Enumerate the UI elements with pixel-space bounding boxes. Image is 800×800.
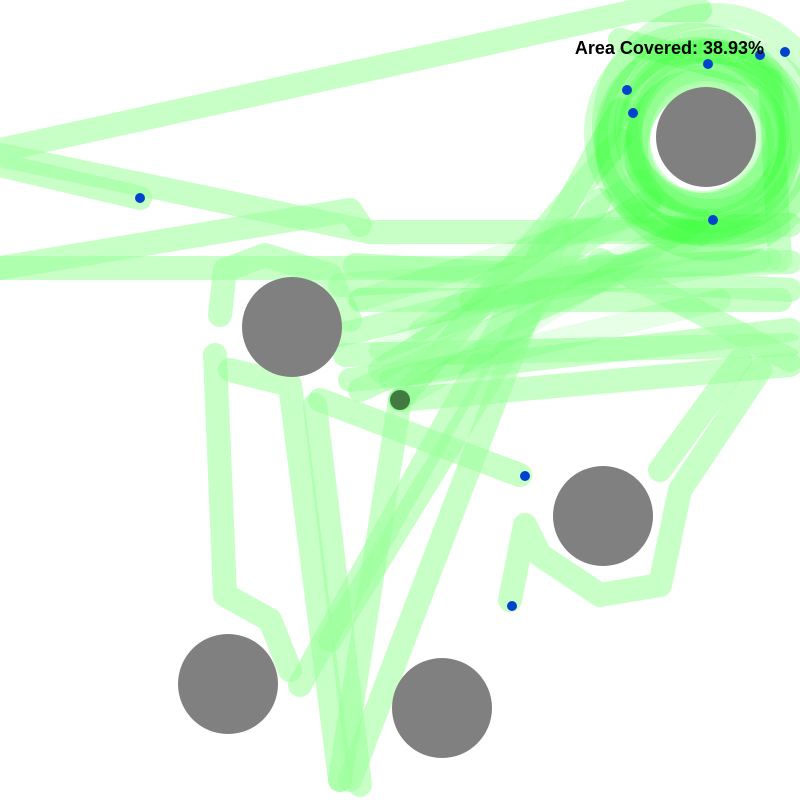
coverage-orbit-ring: [618, 39, 800, 223]
coverage-hot-sweep: [389, 209, 711, 411]
swept-path-segment: [608, 28, 792, 272]
blue-waypoint-dot-icon: [755, 50, 765, 60]
obstacle-layer: [178, 87, 756, 758]
coverage-hotspot-layer: [349, 3, 800, 411]
coverage-orbit-ring: [626, 57, 786, 217]
swept-path-segment: [308, 388, 532, 487]
waypoint-layer: [135, 47, 790, 611]
coverage-hot-sweep: [459, 249, 771, 311]
swept-path-segment: [588, 248, 800, 372]
blue-waypoint-dot-icon: [780, 47, 790, 57]
coverage-orbit-ring: [584, 23, 800, 243]
coverage-orbit-ring: [626, 69, 774, 217]
coverage-hot-sweep: [379, 289, 731, 391]
gray-circle-obstacle-icon: [242, 277, 342, 377]
blue-waypoint-dot-icon: [622, 85, 632, 95]
gray-circle-obstacle-icon: [178, 634, 278, 734]
gray-circle-obstacle-icon: [392, 658, 492, 758]
robot-layer: [390, 390, 410, 410]
coverage-orbit-ring: [618, 41, 800, 237]
coverage-orbit-ring: [592, 3, 800, 247]
area-covered-label: Area Covered: 38.93%: [574, 38, 764, 58]
swept-path-segment: [288, 98, 632, 697]
coverage-orbit-ring: [594, 37, 800, 245]
swept-path-segment: [338, 218, 572, 792]
swept-path-segment: [563, 213, 800, 242]
coverage-hot-sweep: [349, 199, 661, 311]
gray-circle-obstacle-icon: [553, 466, 653, 566]
swept-path-segment: [0, 198, 372, 280]
coverage-hot-sweep: [369, 219, 701, 361]
swept-path-segment: [648, 348, 752, 482]
blue-waypoint-dot-icon: [135, 193, 145, 203]
blue-waypoint-dot-icon: [708, 215, 718, 225]
coverage-hot-sweep: [409, 169, 651, 341]
blue-waypoint-dot-icon: [507, 601, 517, 611]
coverage-orbit-ring: [596, 29, 800, 261]
swept-path-segment: [498, 358, 772, 612]
coverage-orbit-ring: [624, 65, 792, 233]
robot-agent-icon: [390, 390, 410, 410]
blue-waypoint-dot-icon: [628, 108, 638, 118]
coverage-orbit-ring: [614, 39, 790, 215]
gray-circle-obstacle-icon: [656, 87, 756, 187]
blue-waypoint-dot-icon: [703, 59, 713, 69]
blue-waypoint-dot-icon: [520, 471, 530, 481]
swept-path-segment: [203, 343, 302, 682]
